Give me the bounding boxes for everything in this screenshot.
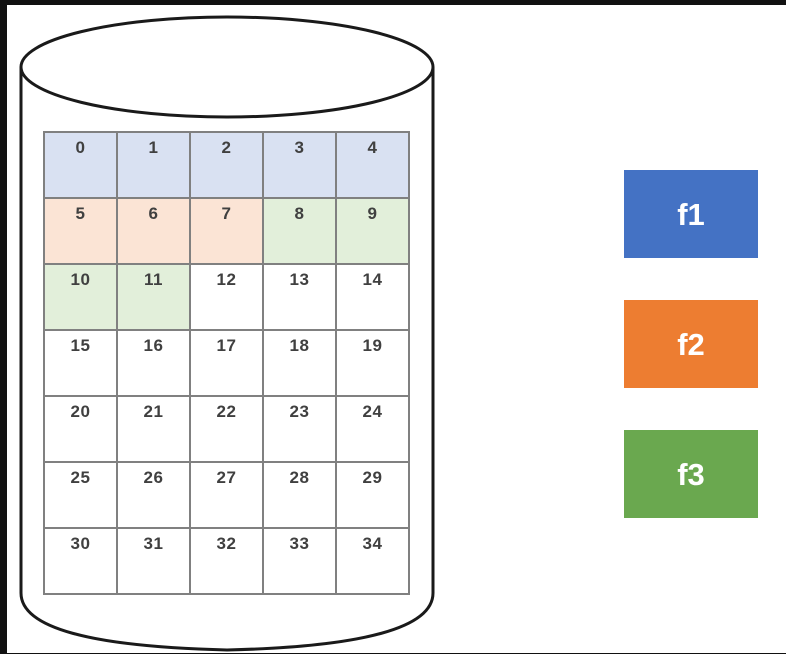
grid-cell: 3 xyxy=(264,133,337,199)
grid-cell-value: 22 xyxy=(216,402,237,421)
grid-cell-value: 3 xyxy=(294,138,305,157)
grid-cell: 18 xyxy=(264,331,337,397)
grid-cell: 34 xyxy=(337,529,410,595)
grid-row: 0 1 2 3 4 xyxy=(45,133,410,199)
grid-cell: 0 xyxy=(45,133,118,199)
grid-cell: 28 xyxy=(264,463,337,529)
grid-cell-value: 8 xyxy=(294,204,305,223)
legend-item-label: f1 xyxy=(677,196,705,232)
grid-row: 30 31 32 33 34 xyxy=(45,529,410,595)
legend-item-label: f3 xyxy=(677,456,705,492)
grid-cell-value: 15 xyxy=(70,336,91,355)
grid-cell: 17 xyxy=(191,331,264,397)
grid-cell-value: 33 xyxy=(289,534,310,553)
grid-cell: 6 xyxy=(118,199,191,265)
grid-cell: 1 xyxy=(118,133,191,199)
grid-cell: 4 xyxy=(337,133,410,199)
grid-cell: 9 xyxy=(337,199,410,265)
grid-cell-value: 24 xyxy=(362,402,383,421)
legend: f1 f2 f3 xyxy=(624,170,764,560)
grid-cell-value: 32 xyxy=(216,534,237,553)
grid-cell-value: 21 xyxy=(143,402,164,421)
grid-cell: 11 xyxy=(118,265,191,331)
grid-cell: 33 xyxy=(264,529,337,595)
grid-row: 25 26 27 28 29 xyxy=(45,463,410,529)
grid-cell-value: 25 xyxy=(70,468,91,487)
grid-cell-value: 4 xyxy=(367,138,378,157)
grid-cell-value: 0 xyxy=(75,138,86,157)
grid-cell-value: 12 xyxy=(216,270,237,289)
grid-cell: 26 xyxy=(118,463,191,529)
grid-cell: 27 xyxy=(191,463,264,529)
grid-cell-value: 30 xyxy=(70,534,91,553)
grid-cell-value: 7 xyxy=(221,204,232,223)
grid-row: 5 6 7 8 9 xyxy=(45,199,410,265)
grid-cell-value: 19 xyxy=(362,336,383,355)
grid-cell-value: 14 xyxy=(362,270,383,289)
grid-cell-value: 29 xyxy=(362,468,383,487)
grid-cell: 14 xyxy=(337,265,410,331)
grid-cell-value: 11 xyxy=(144,270,163,289)
cylinder-top-ellipse xyxy=(19,15,435,119)
grid-cell-value: 5 xyxy=(75,204,86,223)
grid-cell: 8 xyxy=(264,199,337,265)
grid-cell: 7 xyxy=(191,199,264,265)
grid-cell-value: 34 xyxy=(362,534,383,553)
grid-cell: 32 xyxy=(191,529,264,595)
grid-cell-value: 23 xyxy=(289,402,310,421)
grid-cell: 13 xyxy=(264,265,337,331)
grid-cell-value: 17 xyxy=(216,336,237,355)
grid-cell: 24 xyxy=(337,397,410,463)
legend-item-f3[interactable]: f3 xyxy=(624,430,758,518)
grid-row: 10 11 12 13 14 xyxy=(45,265,410,331)
legend-item-f1[interactable]: f1 xyxy=(624,170,758,258)
grid-cell-value: 6 xyxy=(148,204,159,223)
grid-cell: 20 xyxy=(45,397,118,463)
grid-cell-value: 16 xyxy=(143,336,164,355)
grid-cell: 29 xyxy=(337,463,410,529)
grid-cell: 25 xyxy=(45,463,118,529)
grid-cell-value: 26 xyxy=(143,468,164,487)
grid-row: 15 16 17 18 19 xyxy=(45,331,410,397)
grid-cell: 5 xyxy=(45,199,118,265)
grid-cell-value: 13 xyxy=(289,270,310,289)
legend-item-label: f2 xyxy=(677,326,705,362)
grid-cell: 16 xyxy=(118,331,191,397)
grid-cell-value: 1 xyxy=(148,138,159,157)
grid-cell-value: 31 xyxy=(143,534,164,553)
grid-cell-value: 2 xyxy=(221,138,232,157)
grid-cell: 22 xyxy=(191,397,264,463)
grid-cell: 30 xyxy=(45,529,118,595)
grid-row: 20 21 22 23 24 xyxy=(45,397,410,463)
grid-cell: 12 xyxy=(191,265,264,331)
grid-cell-value: 10 xyxy=(70,270,91,289)
grid-cell: 23 xyxy=(264,397,337,463)
grid-cell: 21 xyxy=(118,397,191,463)
grid-cell: 10 xyxy=(45,265,118,331)
grid-cell-value: 20 xyxy=(70,402,91,421)
grid-cell-value: 27 xyxy=(216,468,237,487)
grid-cell-value: 18 xyxy=(289,336,310,355)
grid-cell: 2 xyxy=(191,133,264,199)
grid-cell-value: 28 xyxy=(289,468,310,487)
grid-cell-value: 9 xyxy=(367,204,378,223)
legend-item-f2[interactable]: f2 xyxy=(624,300,758,388)
grid-cell: 31 xyxy=(118,529,191,595)
grid-cell: 19 xyxy=(337,331,410,397)
grid-cell: 15 xyxy=(45,331,118,397)
